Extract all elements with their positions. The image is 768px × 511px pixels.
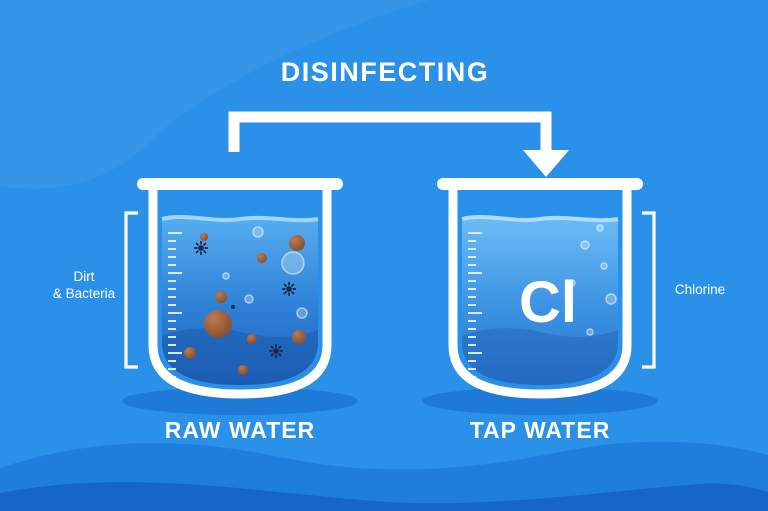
measuring-ticks-left (168, 230, 188, 378)
left-beaker-shadow (122, 387, 358, 415)
dirt-bacteria-label-line2: & Bacteria (53, 286, 116, 301)
raw-water-bottom-wave (162, 328, 318, 385)
tap-water-fill (462, 217, 618, 385)
dirt-particle (292, 330, 306, 344)
dirt-particle (204, 310, 232, 338)
dirt-particle (247, 334, 257, 344)
dirt-particle (238, 365, 248, 375)
bubble (296, 307, 308, 319)
title: DISINFECTING (281, 57, 490, 87)
arrowhead-icon (523, 150, 569, 177)
raw-water-label: RAW WATER (165, 417, 315, 443)
bubble (586, 328, 594, 336)
bacteria-icon (193, 240, 209, 256)
tap-water-surface-highlight (461, 215, 619, 223)
bubble (605, 293, 617, 305)
tap-water-beaker: Cl (437, 178, 643, 399)
bacteria-particles (193, 240, 297, 359)
bubble (252, 226, 264, 238)
background-wave-dark (0, 482, 768, 511)
tap-water-bottom-wave (462, 328, 618, 385)
bubble (596, 224, 604, 232)
right-bracket (642, 211, 656, 369)
bubble (244, 294, 254, 304)
dirt-bacteria-label-line1: Dirt (74, 269, 95, 284)
raw-water-fill (162, 217, 318, 385)
bubbles-left (222, 226, 308, 319)
bubble (281, 251, 305, 275)
bubble (222, 272, 230, 280)
bubble (600, 262, 608, 270)
bacteria-icon (268, 343, 284, 359)
dirt-particle (184, 347, 196, 359)
bubble (568, 279, 576, 287)
right-beaker-shadow (422, 387, 658, 415)
bacteria-icon (281, 281, 297, 297)
background-highlight-curve (0, 0, 430, 189)
bubble (580, 240, 590, 250)
chlorine-label: Chlorine (675, 282, 725, 297)
tap-water-label: TAP WATER (470, 417, 611, 443)
measuring-ticks-right (468, 230, 488, 378)
dirt-particle (289, 235, 305, 251)
raw-beaker-outline (148, 190, 332, 399)
tap-beaker-outline (448, 190, 632, 399)
dirt-particle (200, 233, 208, 241)
bacteria-dot (231, 305, 235, 309)
dirt-particle (215, 291, 227, 303)
disinfecting-arrow (228, 111, 569, 177)
dirt-particle (257, 253, 267, 263)
raw-water-surface-highlight (161, 215, 319, 223)
raw-water-beaker (137, 178, 343, 399)
bubbles-right (568, 224, 617, 336)
dirt-particles (184, 233, 306, 375)
chlorine-symbol: Cl (519, 270, 577, 335)
left-bracket (124, 211, 138, 369)
